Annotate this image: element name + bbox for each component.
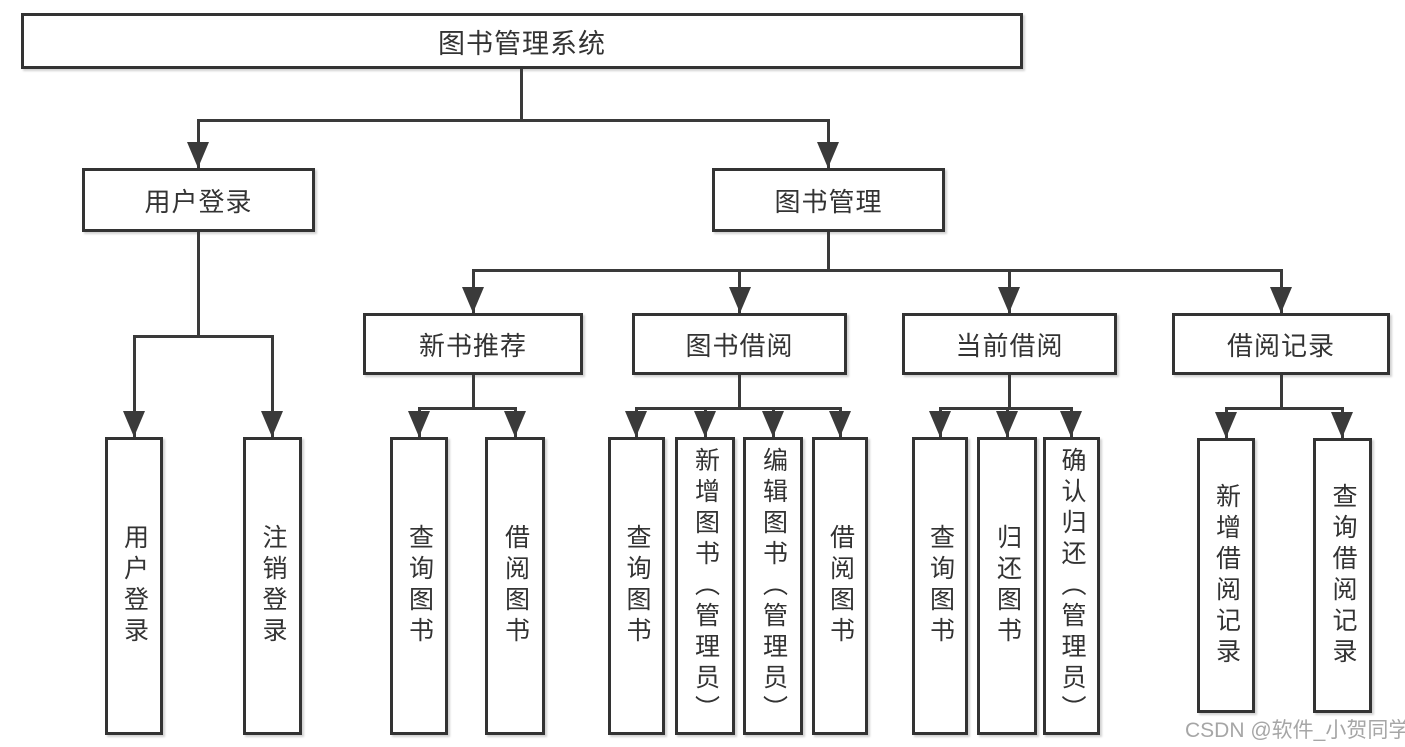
connector-borrow-record-fork [1225, 407, 1344, 410]
connector-root-stem [520, 69, 523, 122]
arrowhead-add-books [694, 411, 716, 437]
leaf-add-books-admin: 新增图书（管理员） [675, 437, 735, 735]
arrowhead-leaf-user-login [123, 411, 145, 437]
arrowhead-add-record [1215, 412, 1237, 438]
connector-book-borrow-stem [738, 375, 741, 410]
arrowhead-borrow-record [1270, 287, 1292, 313]
leaf-edit-books-admin-label: 编辑图书（管理员） [759, 446, 788, 726]
arrowhead-recommend-borrow [504, 411, 526, 437]
leaf-recommend-query-books: 查询图书 [390, 437, 448, 735]
connector-recommend-stem [472, 375, 475, 410]
leaf-borrow-books-label: 借阅图书 [826, 524, 855, 648]
leaf-confirm-return-admin: 确认归还（管理员） [1043, 437, 1100, 735]
node-book-borrow: 图书借阅 [632, 313, 847, 375]
connector-user-login-stem [197, 232, 200, 338]
node-user-login-label: 用户登录 [144, 186, 253, 217]
arrowhead-book-management [817, 142, 839, 168]
node-user-login: 用户登录 [82, 168, 315, 232]
csdn-watermark: CSDN @软件_小贺同学 [1185, 719, 1405, 742]
leaf-return-books-label: 归还图书 [993, 524, 1022, 648]
leaf-borrow-books: 借阅图书 [812, 437, 868, 735]
leaf-logout: 注销登录 [243, 437, 302, 735]
leaf-recommend-query-books-label: 查询图书 [405, 524, 434, 648]
leaf-current-query-books: 查询图书 [912, 437, 968, 735]
leaf-query-borrow-record-label: 查询借阅记录 [1329, 482, 1357, 669]
node-new-book-recommend-label: 新书推荐 [418, 330, 527, 361]
connector-borrow-record-stem [1280, 375, 1283, 410]
leaf-query-borrow-record: 查询借阅记录 [1313, 438, 1372, 713]
arrowhead-recommend-query [408, 411, 430, 437]
leaf-return-books: 归还图书 [977, 437, 1037, 735]
connector-book-borrow-fork [635, 407, 842, 410]
node-current-borrow-label: 当前借阅 [955, 330, 1064, 361]
connector-root-fork [197, 119, 830, 122]
arrowhead-confirm-return [1060, 411, 1082, 437]
node-borrow-record-label: 借阅记录 [1226, 330, 1335, 361]
connector-current-borrow-stem [1008, 375, 1011, 410]
leaf-recommend-borrow-books: 借阅图书 [485, 437, 545, 735]
connector-book-management-stem [827, 232, 830, 272]
leaf-add-books-admin-label: 新增图书（管理员） [691, 446, 720, 726]
connector-user-login-fork [133, 335, 274, 338]
arrowhead-edit-books [762, 411, 784, 437]
arrowhead-new-book-recommend [462, 287, 484, 313]
leaf-logout-label: 注销登录 [259, 524, 287, 648]
leaf-edit-books-admin: 编辑图书（管理员） [743, 437, 803, 735]
node-borrow-record: 借阅记录 [1172, 313, 1390, 375]
node-book-management-label: 图书管理 [774, 186, 883, 217]
node-root-library-system: 图书管理系统 [21, 13, 1023, 69]
leaf-confirm-return-admin-label: 确认归还（管理员） [1058, 446, 1086, 726]
arrowhead-current-query [929, 411, 951, 437]
leaf-user-login-label: 用户登录 [120, 524, 149, 648]
leaf-add-borrow-record-label: 新增借阅记录 [1212, 482, 1241, 669]
arrowhead-current-borrow [998, 287, 1020, 313]
leaf-add-borrow-record: 新增借阅记录 [1197, 438, 1255, 713]
leaf-user-login: 用户登录 [105, 437, 163, 735]
arrowhead-book-borrow [729, 287, 751, 313]
leaf-current-query-books-label: 查询图书 [926, 524, 955, 648]
arrowhead-return-books [996, 411, 1018, 437]
node-current-borrow: 当前借阅 [902, 313, 1117, 375]
connector-recommend-fork [418, 407, 517, 410]
node-book-management: 图书管理 [712, 168, 945, 232]
connector-book-management-fork [472, 269, 1283, 272]
leaf-borrow-query-books-label: 查询图书 [623, 524, 651, 648]
arrowhead-leaf-logout [261, 411, 283, 437]
arrowhead-user-login [187, 142, 209, 168]
connector-to-leaf-user-login [133, 335, 136, 437]
arrowhead-borrow-query [625, 411, 647, 437]
arrowhead-borrow-books [829, 411, 851, 437]
node-root-label: 图书管理系统 [438, 28, 606, 59]
node-book-borrow-label: 图书借阅 [685, 330, 794, 361]
node-new-book-recommend: 新书推荐 [363, 313, 583, 375]
leaf-recommend-borrow-books-label: 借阅图书 [501, 524, 530, 648]
leaf-borrow-query-books: 查询图书 [608, 437, 665, 735]
connector-to-leaf-logout [271, 335, 274, 437]
arrowhead-query-record [1331, 412, 1353, 438]
